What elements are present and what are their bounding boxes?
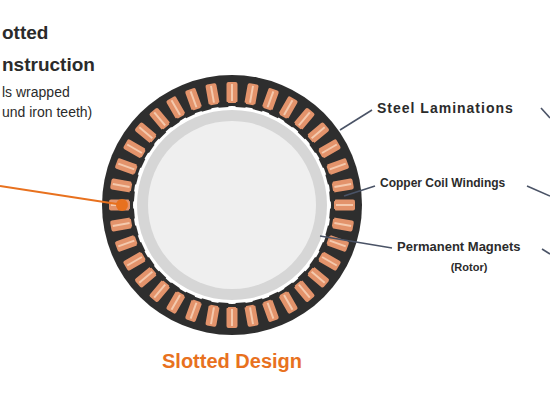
callout-dot xyxy=(116,199,128,211)
leader-line xyxy=(344,186,375,196)
leader-line xyxy=(527,186,550,196)
leader-line xyxy=(340,110,372,130)
leader-line xyxy=(542,249,550,254)
heading-fragment: nstruction xyxy=(2,54,95,76)
coil-windings xyxy=(109,82,355,328)
part-label: (Rotor) xyxy=(451,261,488,274)
rotor-core xyxy=(148,121,316,289)
part-label: Permanent Magnets xyxy=(397,240,521,255)
callout-line xyxy=(0,186,117,204)
heading-fragment: otted xyxy=(2,22,48,44)
leader-line xyxy=(541,108,550,118)
leader-line xyxy=(320,236,392,248)
part-label: Copper Coil Windings xyxy=(380,177,505,191)
note-fragment: und iron teeth) xyxy=(2,104,92,120)
part-label: Steel Laminations xyxy=(377,100,514,116)
air-gap xyxy=(133,106,331,304)
note-fragment: ls wrapped xyxy=(2,84,70,100)
stator-yoke xyxy=(102,75,362,335)
rotor xyxy=(137,110,327,300)
tooth-tips xyxy=(129,102,335,308)
caption-text: Slotted Design xyxy=(162,350,302,373)
